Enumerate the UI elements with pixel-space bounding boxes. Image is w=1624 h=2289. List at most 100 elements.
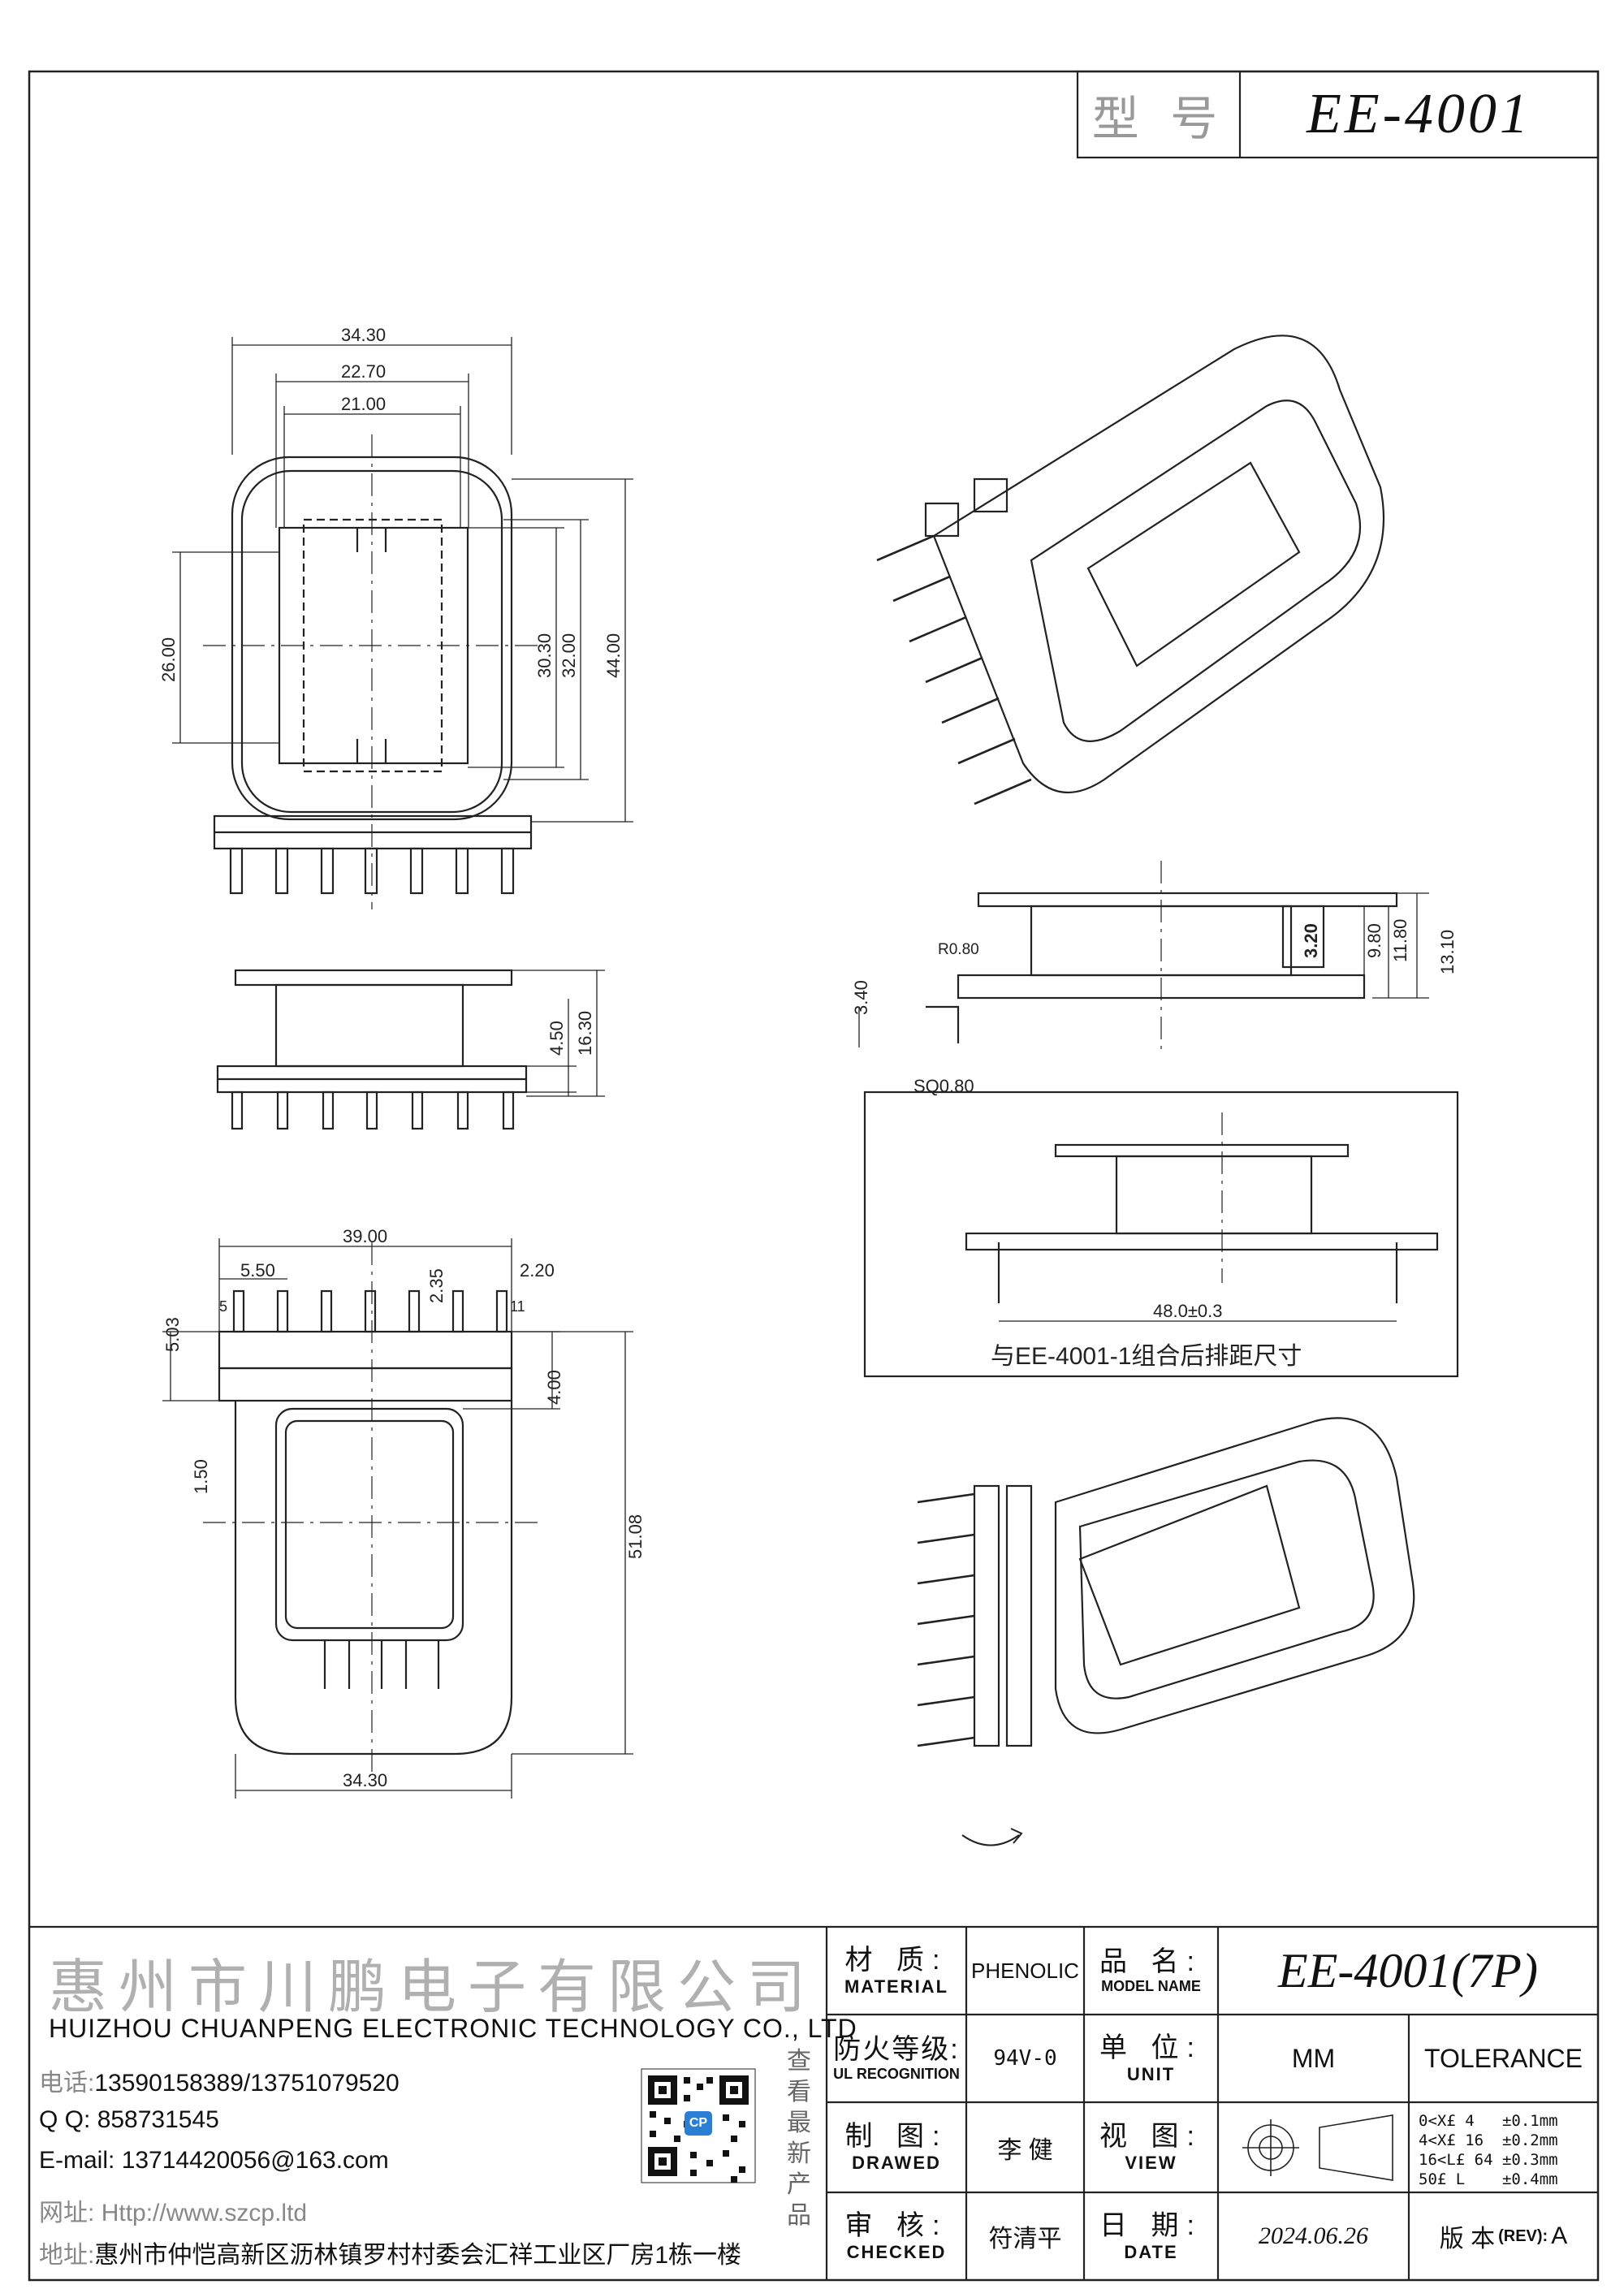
phone-label: 电话:: [39, 2070, 95, 2097]
dim-radius: R0.80: [938, 941, 979, 958]
unit-value: MM: [1291, 2043, 1336, 2073]
company-name-en: HUIZHOU CHUANPENG ELECTRONIC TECHNOLOGY …: [49, 2014, 857, 2043]
dim-E: 30.30: [534, 633, 555, 678]
qr-caption: 查看最新产品: [787, 2048, 811, 2229]
web-label: 网址:: [39, 2200, 95, 2226]
drawn-value: 李 健: [997, 2136, 1053, 2164]
fire-rating-label-cn: 防火等级:: [833, 2034, 960, 2066]
dim-F: 32.00: [559, 633, 579, 678]
dimension-labels: 34.30 22.70 21.00 26.00 30.30 32.00 44.0…: [158, 325, 1458, 1790]
projection-symbol: [1242, 2114, 1393, 2181]
dim-H: 16.30: [575, 1011, 595, 1056]
drawn-label: 制 图: DRAWED: [827, 2102, 966, 2192]
top-view-pins: [229, 847, 515, 895]
fire-rating-label: 防火等级: UL RECOGNITION: [827, 2015, 966, 2102]
date-label-en: DATE: [1124, 2241, 1178, 2262]
combo-pitch: 48.0±0.3: [1153, 1301, 1222, 1321]
checked-value: 符清平: [988, 2226, 1062, 2252]
dim-R: 51.08: [625, 1514, 646, 1559]
dim-K2: 9.80: [1364, 923, 1384, 958]
model-title-box: [1076, 70, 1600, 159]
bottom-view: [162, 1238, 633, 1799]
dim-G: 44.00: [603, 633, 624, 678]
revision: 版 本 (REV): A: [1409, 2192, 1598, 2280]
company-name-cn: 惠州市川鹏电子有限公司: [49, 1953, 818, 2021]
web-row: 网址: Http://www.szcp.ltd: [39, 2192, 307, 2228]
unit-label: 单 位: UNIT: [1084, 2015, 1218, 2102]
title-block-grid: [29, 1925, 1598, 2280]
dim-B: 22.70: [341, 361, 386, 382]
top-view: [172, 337, 633, 909]
material-label: 材 质: MATERIAL: [827, 1927, 966, 2015]
revision-value: A: [1551, 2222, 1568, 2249]
web-value: Http://www.szcp.ltd: [101, 2200, 308, 2226]
dim-L: 11.80: [1390, 919, 1410, 962]
checked-label-en: CHECKED: [846, 2241, 947, 2262]
date-value: 2024.06.26: [1259, 2222, 1368, 2249]
dim-I: 4.50: [546, 1021, 567, 1056]
revision-label-cn: 版 本: [1439, 2226, 1496, 2252]
pin-number-last: 11: [510, 1298, 525, 1315]
address-row: 地址:惠州市仲恺高新区沥林镇罗村村委会汇祥工业区厂房1栋一楼: [39, 2235, 741, 2270]
dim-K: 3.20: [1301, 923, 1321, 958]
dim-pitch: 2.35: [426, 1268, 447, 1303]
model-label: 型 号: [1091, 91, 1226, 146]
tolerance-label: TOLERANCE: [1423, 2043, 1583, 2073]
fire-rating-label-en: UL RECOGNITION: [833, 2066, 960, 2083]
qq-label: Q Q:: [39, 2106, 91, 2133]
view-label: 视 图: VIEW: [1084, 2102, 1218, 2192]
material-label-en: MATERIAL: [844, 1976, 949, 1997]
material-value: PHENOLIC: [971, 1958, 1079, 1983]
bottom-view-pins: [232, 1289, 508, 1333]
isometric-view-bottom: [917, 1417, 1415, 1846]
combo-view: [863, 1091, 1459, 1378]
modelname-label-en: MODEL NAME: [1101, 1978, 1201, 1995]
dim-left-offset: 1.50: [191, 1459, 211, 1494]
tolerance-table: 0<X£ 4 ±0.1mm 4<X£ 16 ±0.2mm 16<L£ 64 ±0…: [1419, 2112, 1558, 2188]
dim-N: 39.00: [343, 1226, 387, 1246]
view-label-cn: 视 图:: [1099, 2121, 1203, 2153]
dim-P: 3.40: [851, 980, 871, 1015]
dim-A: 34.30: [341, 325, 386, 345]
qr-badge: CP: [689, 2116, 708, 2130]
unit-label-cn: 单 位:: [1099, 2032, 1203, 2063]
fire-rating-value: 94V-0: [993, 2046, 1057, 2071]
material-label-cn: 材 质:: [844, 1944, 948, 1976]
email-row: E-mail: 13714420056@163.com: [39, 2147, 389, 2175]
isometric-view-top: [876, 335, 1385, 805]
dim-edge: 2.20: [520, 1260, 555, 1281]
dim-M: 5.50: [240, 1260, 275, 1281]
side-view-pins: [231, 1091, 515, 1130]
dim-D: 26.00: [158, 637, 179, 682]
address-value: 惠州市仲恺高新区沥林镇罗村村委会汇祥工业区厂房1栋一楼: [94, 2242, 742, 2269]
revision-label-en: (REV):: [1498, 2226, 1548, 2245]
combo-caption: 与EE-4001-1组合后排距尺寸: [991, 1343, 1302, 1370]
qq-value: 858731545: [97, 2106, 219, 2133]
checked-label: 审 核: CHECKED: [827, 2192, 966, 2280]
pin-number-first: 5: [219, 1298, 227, 1315]
date-label: 日 期: DATE: [1084, 2192, 1218, 2280]
unit-label-en: UNIT: [1126, 2063, 1176, 2084]
email-label: E-mail:: [39, 2147, 115, 2174]
checked-label-cn: 审 核:: [844, 2209, 948, 2241]
view-label-en: VIEW: [1125, 2153, 1177, 2174]
address-label: 地址:: [39, 2242, 95, 2269]
dim-J: SQ0.80: [914, 1076, 974, 1096]
dim-O: 4.00: [544, 1370, 564, 1405]
dim-Q: 34.30: [343, 1770, 387, 1790]
drawn-label-cn: 制 图:: [844, 2121, 948, 2153]
date-label-cn: 日 期:: [1099, 2209, 1203, 2241]
dim-total: 13.10: [1437, 930, 1458, 974]
drawn-label-en: DRAWED: [852, 2153, 941, 2174]
dim-C: 21.00: [341, 394, 386, 414]
qq-row: Q Q: 858731545: [39, 2106, 219, 2134]
drawing-border: [28, 70, 1600, 2282]
modelname-label: 品 名: MODEL NAME: [1084, 1927, 1218, 2015]
phone-row: 电话:13590158389/13751079520: [39, 2062, 400, 2098]
email-value: 13714420056@163.com: [121, 2147, 389, 2174]
side-view: [216, 969, 605, 1130]
phone-value: 13590158389/13751079520: [94, 2070, 400, 2097]
model-value: EE-4001: [1307, 83, 1531, 145]
modelname-label-cn: 品 名:: [1099, 1946, 1203, 1978]
